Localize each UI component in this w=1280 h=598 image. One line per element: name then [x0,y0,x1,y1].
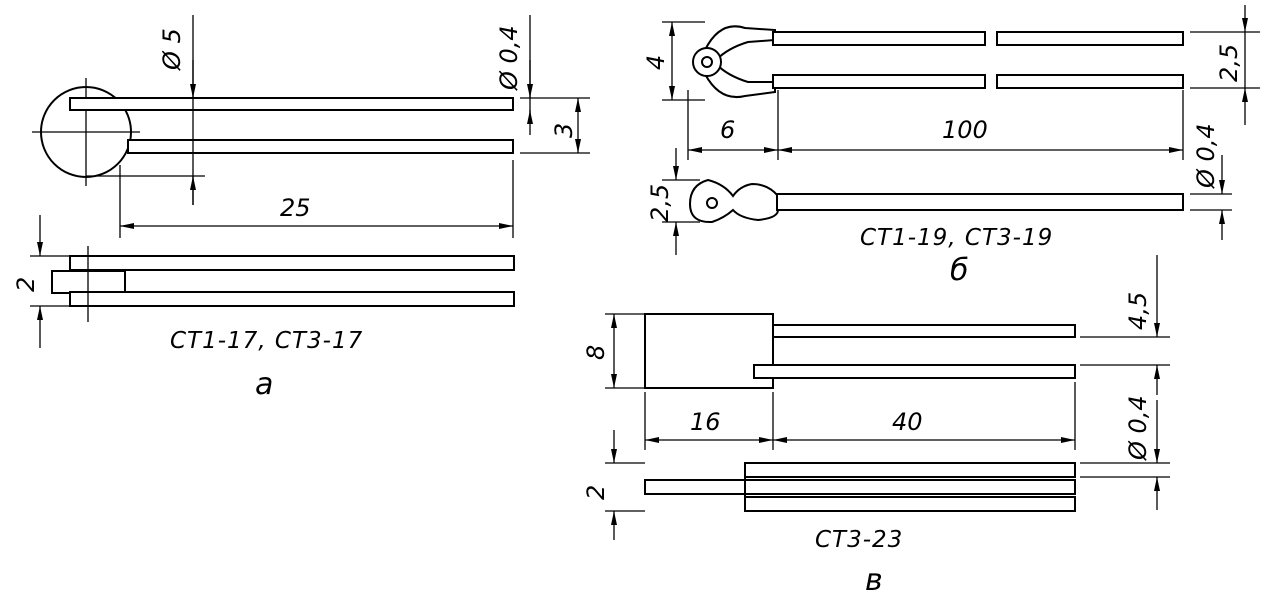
rect-body [644,313,774,389]
dim-lead-pitch-b: 2,5 [1215,44,1243,82]
dim-body-length: 16 [690,408,721,436]
side-lead-lower [69,291,515,307]
caption-c: CT3-23 [815,527,903,553]
dim-lead-length: 25 [280,194,311,222]
dim-thickness-c: 2 [582,485,610,500]
side-lead-lower-c [744,496,1076,512]
dim-lead-length-b: 100 [942,116,988,144]
lead-lower-b [772,74,986,89]
side-lead-b [776,193,1184,211]
lead-upper [69,97,514,111]
letter-a: a [255,367,273,402]
dim-body-diameter: Ø 5 [158,28,186,71]
figure-c: 8 4,5 16 40 2 Ø 0,4 CT3-23 в [582,255,1170,598]
dim-lead-diameter-b: Ø 0,4 [1192,123,1220,189]
side-lead-upper-c [744,462,1076,478]
dim-clip-length: 6 [720,116,735,144]
lead-upper-c [772,324,1076,338]
dim-lead-length-c: 40 [892,408,923,436]
letter-b: б [950,253,969,288]
dim-thickness: 2 [12,277,40,292]
dim-lead-diameter-c: Ø 0,4 [1124,395,1152,461]
dim-lead-diameter: Ø 0,4 [495,25,523,91]
side-lead-upper [69,255,515,271]
dim-lead-pitch-c: 4,5 [1124,292,1152,330]
dim-thickness-b: 2,5 [646,184,674,222]
dim-lead-pitch: 3 [550,123,578,138]
side-clip [688,178,779,224]
side-body-c [644,479,1076,495]
lead-upper-b [772,31,986,46]
lead-lower [127,139,514,154]
dim-body-height: 8 [582,345,610,360]
dim-clip-height: 4 [642,55,670,70]
caption-a: CT1-17, CT3-17 [170,328,363,354]
caption-b: CT1-19, CT3-19 [860,225,1053,251]
letter-c: в [865,563,883,598]
figure-b: 4 2,5 6 100 2,5 Ø 0,4 CT1-19, CT3-19 б [642,5,1260,288]
lead-lower-c [753,364,1076,379]
figure-a: Ø 5 Ø 0,4 3 25 2 CT1-17, CT3-17 a [12,15,590,402]
